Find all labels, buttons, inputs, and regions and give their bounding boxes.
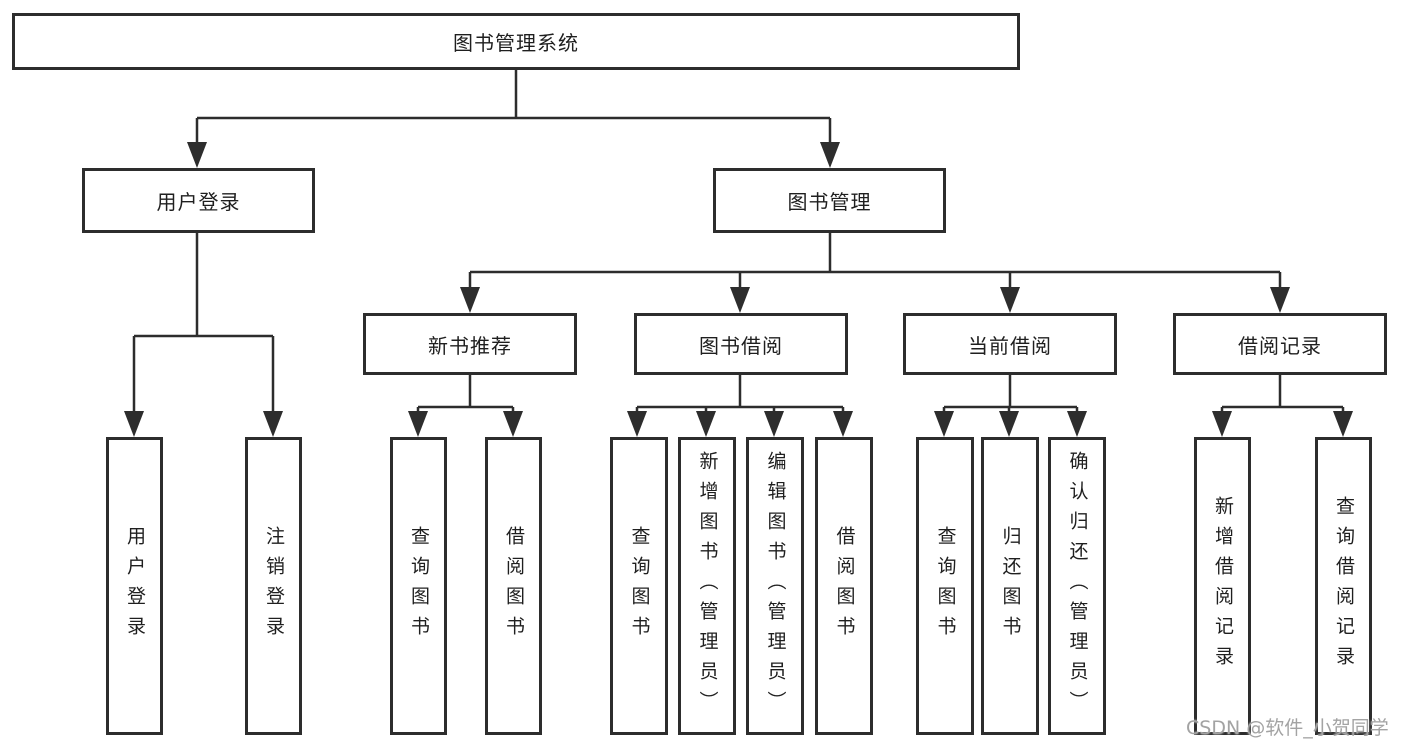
arrow-down-icon bbox=[263, 411, 283, 437]
leaf-label: 查询借阅记录 bbox=[1333, 496, 1355, 676]
leaf-query-books-1: 查询图书 bbox=[390, 437, 447, 735]
csdn-watermark: CSDN @软件_小贺同学 bbox=[1186, 717, 1389, 739]
arrow-down-icon bbox=[1000, 287, 1020, 313]
arrow-down-icon bbox=[833, 411, 853, 437]
arrow-down-icon bbox=[730, 287, 750, 313]
node-new-books: 新书推荐 bbox=[363, 313, 577, 375]
arrow-down-icon bbox=[1270, 287, 1290, 313]
connector-current-borrow bbox=[942, 375, 1079, 412]
arrow-down-icon bbox=[696, 411, 716, 437]
node-book-borrow-label: 图书借阅 bbox=[699, 333, 783, 358]
arrow-down-icon bbox=[1333, 411, 1353, 437]
leaf-label: 新增借阅记录 bbox=[1212, 496, 1234, 676]
node-borrow-records: 借阅记录 bbox=[1173, 313, 1387, 375]
arrow-down-icon bbox=[187, 142, 207, 168]
node-borrow-records-label: 借阅记录 bbox=[1238, 333, 1322, 358]
leaf-label: 查询图书 bbox=[934, 526, 957, 646]
leaf-label: 借阅图书 bbox=[833, 526, 856, 646]
leaf-add-borrow-record: 新增借阅记录 bbox=[1194, 437, 1251, 735]
node-book-mgmt-label: 图书管理 bbox=[787, 190, 872, 214]
node-user-login: 用户登录 bbox=[82, 168, 315, 233]
arrow-down-icon bbox=[124, 411, 144, 437]
connector-root bbox=[195, 70, 832, 143]
connector-user-login bbox=[132, 233, 275, 412]
arrow-down-icon bbox=[408, 411, 428, 437]
arrow-down-icon bbox=[764, 411, 784, 437]
arrow-down-icon bbox=[503, 411, 523, 437]
leaf-add-books-admin: 新增图书（管理员） bbox=[678, 437, 736, 735]
connector-book-borrow bbox=[635, 375, 845, 412]
leaf-label: 归还图书 bbox=[999, 526, 1022, 646]
leaf-query-borrow-record: 查询借阅记录 bbox=[1315, 437, 1372, 735]
node-new-books-label: 新书推荐 bbox=[428, 333, 512, 358]
node-current-borrow: 当前借阅 bbox=[903, 313, 1117, 375]
arrow-down-icon bbox=[934, 411, 954, 437]
leaf-label: 编辑图书（管理员） bbox=[764, 451, 787, 721]
leaf-edit-books-admin: 编辑图书（管理员） bbox=[746, 437, 804, 735]
leaf-query-books-2: 查询图书 bbox=[610, 437, 668, 735]
arrowhead-icons bbox=[124, 142, 1353, 437]
leaf-borrow-books-1: 借阅图书 bbox=[485, 437, 542, 735]
leaf-confirm-return-admin: 确认归还（管理员） bbox=[1048, 437, 1106, 735]
leaf-label: 新增图书（管理员） bbox=[696, 451, 719, 721]
leaf-label: 确认归还（管理员） bbox=[1066, 451, 1089, 721]
arrow-down-icon bbox=[1212, 411, 1232, 437]
arrow-down-icon bbox=[820, 142, 840, 168]
leaf-return-books: 归还图书 bbox=[981, 437, 1039, 735]
arrow-down-icon bbox=[1067, 411, 1087, 437]
arrow-down-icon bbox=[627, 411, 647, 437]
leaf-user-login: 用户登录 bbox=[106, 437, 163, 735]
leaf-label: 注销登录 bbox=[263, 526, 285, 646]
arrow-down-icon bbox=[999, 411, 1019, 437]
leaf-borrow-books-2: 借阅图书 bbox=[815, 437, 873, 735]
leaf-query-books-3: 查询图书 bbox=[916, 437, 974, 735]
node-root-label: 图书管理系统 bbox=[453, 31, 579, 55]
connector-book-mgmt bbox=[468, 233, 1282, 288]
node-current-borrow-label: 当前借阅 bbox=[968, 333, 1052, 358]
connector-new-books bbox=[416, 375, 515, 412]
node-book-borrow: 图书借阅 bbox=[634, 313, 848, 375]
arrow-down-icon bbox=[460, 287, 480, 313]
node-root: 图书管理系统 bbox=[12, 13, 1020, 70]
leaf-label: 查询图书 bbox=[628, 526, 651, 646]
connector-borrow-records bbox=[1220, 375, 1345, 412]
node-book-mgmt: 图书管理 bbox=[713, 168, 946, 233]
leaf-logout: 注销登录 bbox=[245, 437, 302, 735]
leaf-label: 借阅图书 bbox=[503, 526, 525, 646]
leaf-label: 用户登录 bbox=[124, 526, 146, 646]
leaf-label: 查询图书 bbox=[408, 526, 430, 646]
node-user-login-label: 用户登录 bbox=[156, 190, 241, 214]
